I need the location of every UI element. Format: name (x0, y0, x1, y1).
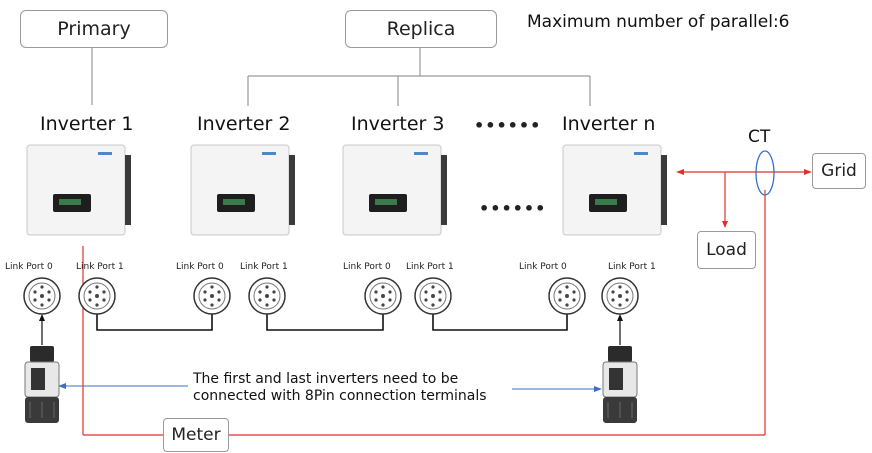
grid-label: Grid (821, 161, 857, 181)
ct-label: CT (748, 127, 771, 147)
link-port-icon (601, 277, 639, 315)
port-label-inv1-1: Link Port 1 (76, 262, 124, 272)
load-label: Load (706, 240, 747, 260)
link-port-icon (248, 277, 286, 315)
link-port-icon (193, 277, 231, 315)
primary-box: Primary (20, 10, 168, 48)
primary-label: Primary (57, 18, 131, 40)
port-label-inv1-0: Link Port 0 (5, 262, 53, 272)
inverter-1-label: Inverter 1 (40, 113, 134, 135)
inverter-2-label: Inverter 2 (197, 113, 291, 135)
grid-box: Grid (812, 153, 866, 189)
max-parallel-text: Maximum number of parallel:6 (527, 12, 790, 32)
link-port-icon (414, 277, 452, 315)
inverter-icon (190, 144, 295, 236)
port-label-invn-0: Link Port 0 (519, 262, 567, 272)
port-label-inv2-1: Link Port 1 (240, 262, 288, 272)
port-label-inv3-0: Link Port 0 (343, 262, 391, 272)
port-label-inv2-0: Link Port 0 (176, 262, 224, 272)
link-port-icon (548, 277, 586, 315)
meter-box: Meter (163, 418, 229, 452)
port-label-inv3-1: Link Port 1 (406, 262, 454, 272)
inverter-icon (26, 144, 131, 236)
port-label-invn-1: Link Port 1 (608, 262, 656, 272)
link-port-icon (78, 277, 116, 315)
load-box: Load (697, 231, 756, 269)
link-port-icon (23, 277, 61, 315)
replica-label: Replica (386, 18, 456, 40)
inverter-n-unit (562, 143, 672, 236)
terminal-plug-icon (602, 346, 638, 423)
note-line-2: connected with 8Pin connection terminals (193, 388, 487, 404)
inverter-2-unit (190, 143, 300, 236)
inverter-icon (342, 144, 447, 236)
ellipsis-middle: •••••• (479, 199, 547, 218)
inverter-n-label: Inverter n (562, 113, 656, 135)
inverter-1-unit (26, 143, 136, 236)
link-port-icon (364, 277, 402, 315)
replica-box: Replica (345, 10, 497, 48)
terminal-plug-icon (24, 346, 60, 423)
inverter-3-unit (342, 143, 452, 236)
inverter-3-label: Inverter 3 (351, 113, 445, 135)
note-line-1: The first and last inverters need to be (193, 371, 459, 387)
ellipsis-top: •••••• (474, 116, 542, 135)
meter-label: Meter (171, 425, 221, 445)
inverter-icon (562, 144, 667, 236)
